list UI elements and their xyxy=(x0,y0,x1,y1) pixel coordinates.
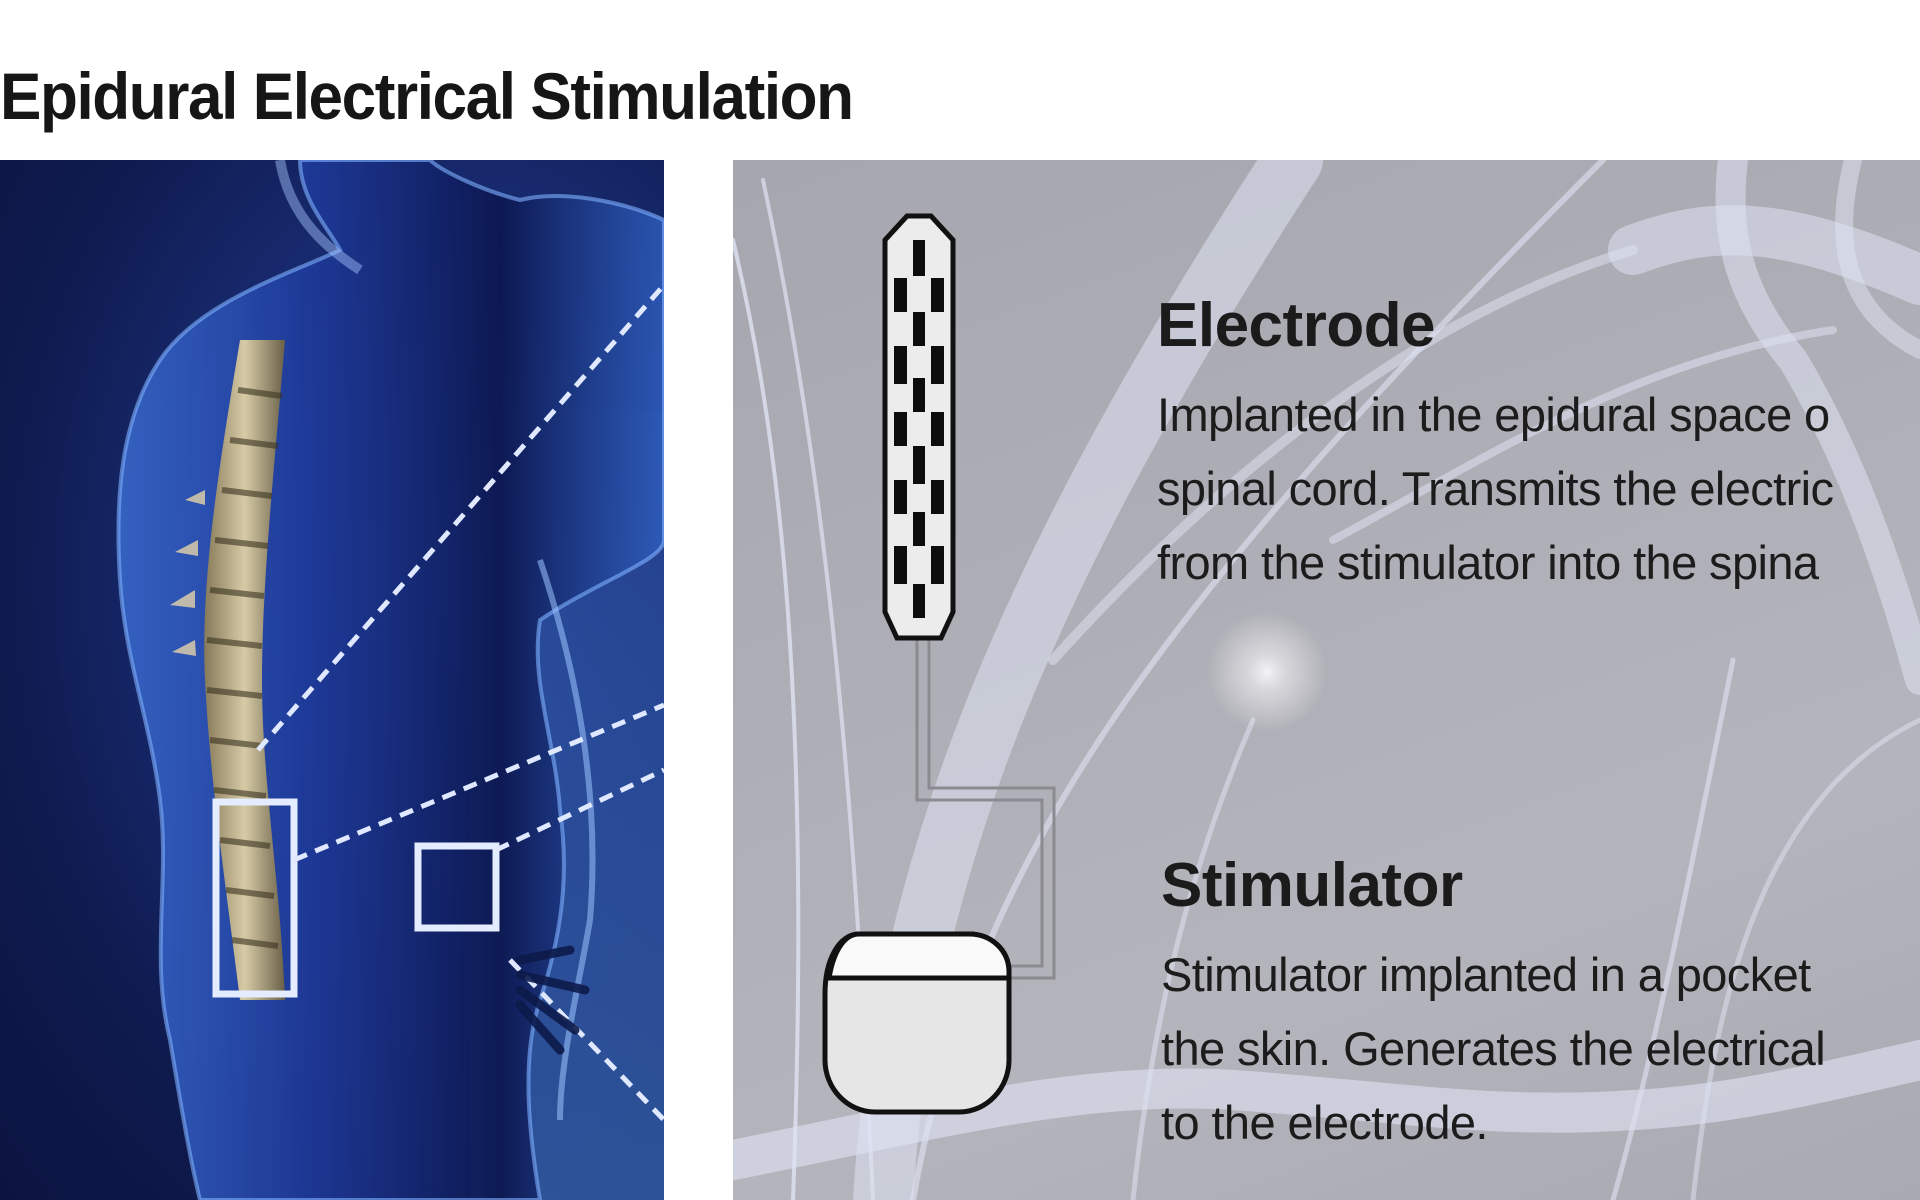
electrode-description-line: from the stimulator into the spina xyxy=(1157,536,1819,589)
electrode-icon xyxy=(882,213,956,641)
page-title: Epidural Electrical Stimulation xyxy=(0,59,854,133)
electrode-description: Implanted in the epidural space o spinal… xyxy=(1157,378,1834,600)
hip-callout-box xyxy=(414,842,500,932)
stimulator-description-line: Stimulator implanted in a pocket xyxy=(1161,948,1811,1001)
stimulator-description-line: the skin. Generates the electrical xyxy=(1161,1022,1826,1075)
stimulator-icon xyxy=(822,931,1012,1115)
electrode-heading: Electrode xyxy=(1157,291,1436,360)
electrode-description-line: spinal cord. Transmits the electric xyxy=(1157,462,1834,515)
stimulator-description: Stimulator implanted in a pocket the ski… xyxy=(1161,938,1826,1160)
body-illustration-panel xyxy=(0,160,664,1200)
spine-callout-box xyxy=(212,798,298,998)
torso-illustration xyxy=(116,160,664,1200)
stimulator-description-line: to the electrode. xyxy=(1161,1096,1488,1149)
electrode-description-line: Implanted in the epidural space o xyxy=(1157,388,1830,441)
stimulator-heading: Stimulator xyxy=(1161,851,1463,920)
device-diagram-panel: Electrode Implanted in the epidural spac… xyxy=(733,160,1920,1200)
